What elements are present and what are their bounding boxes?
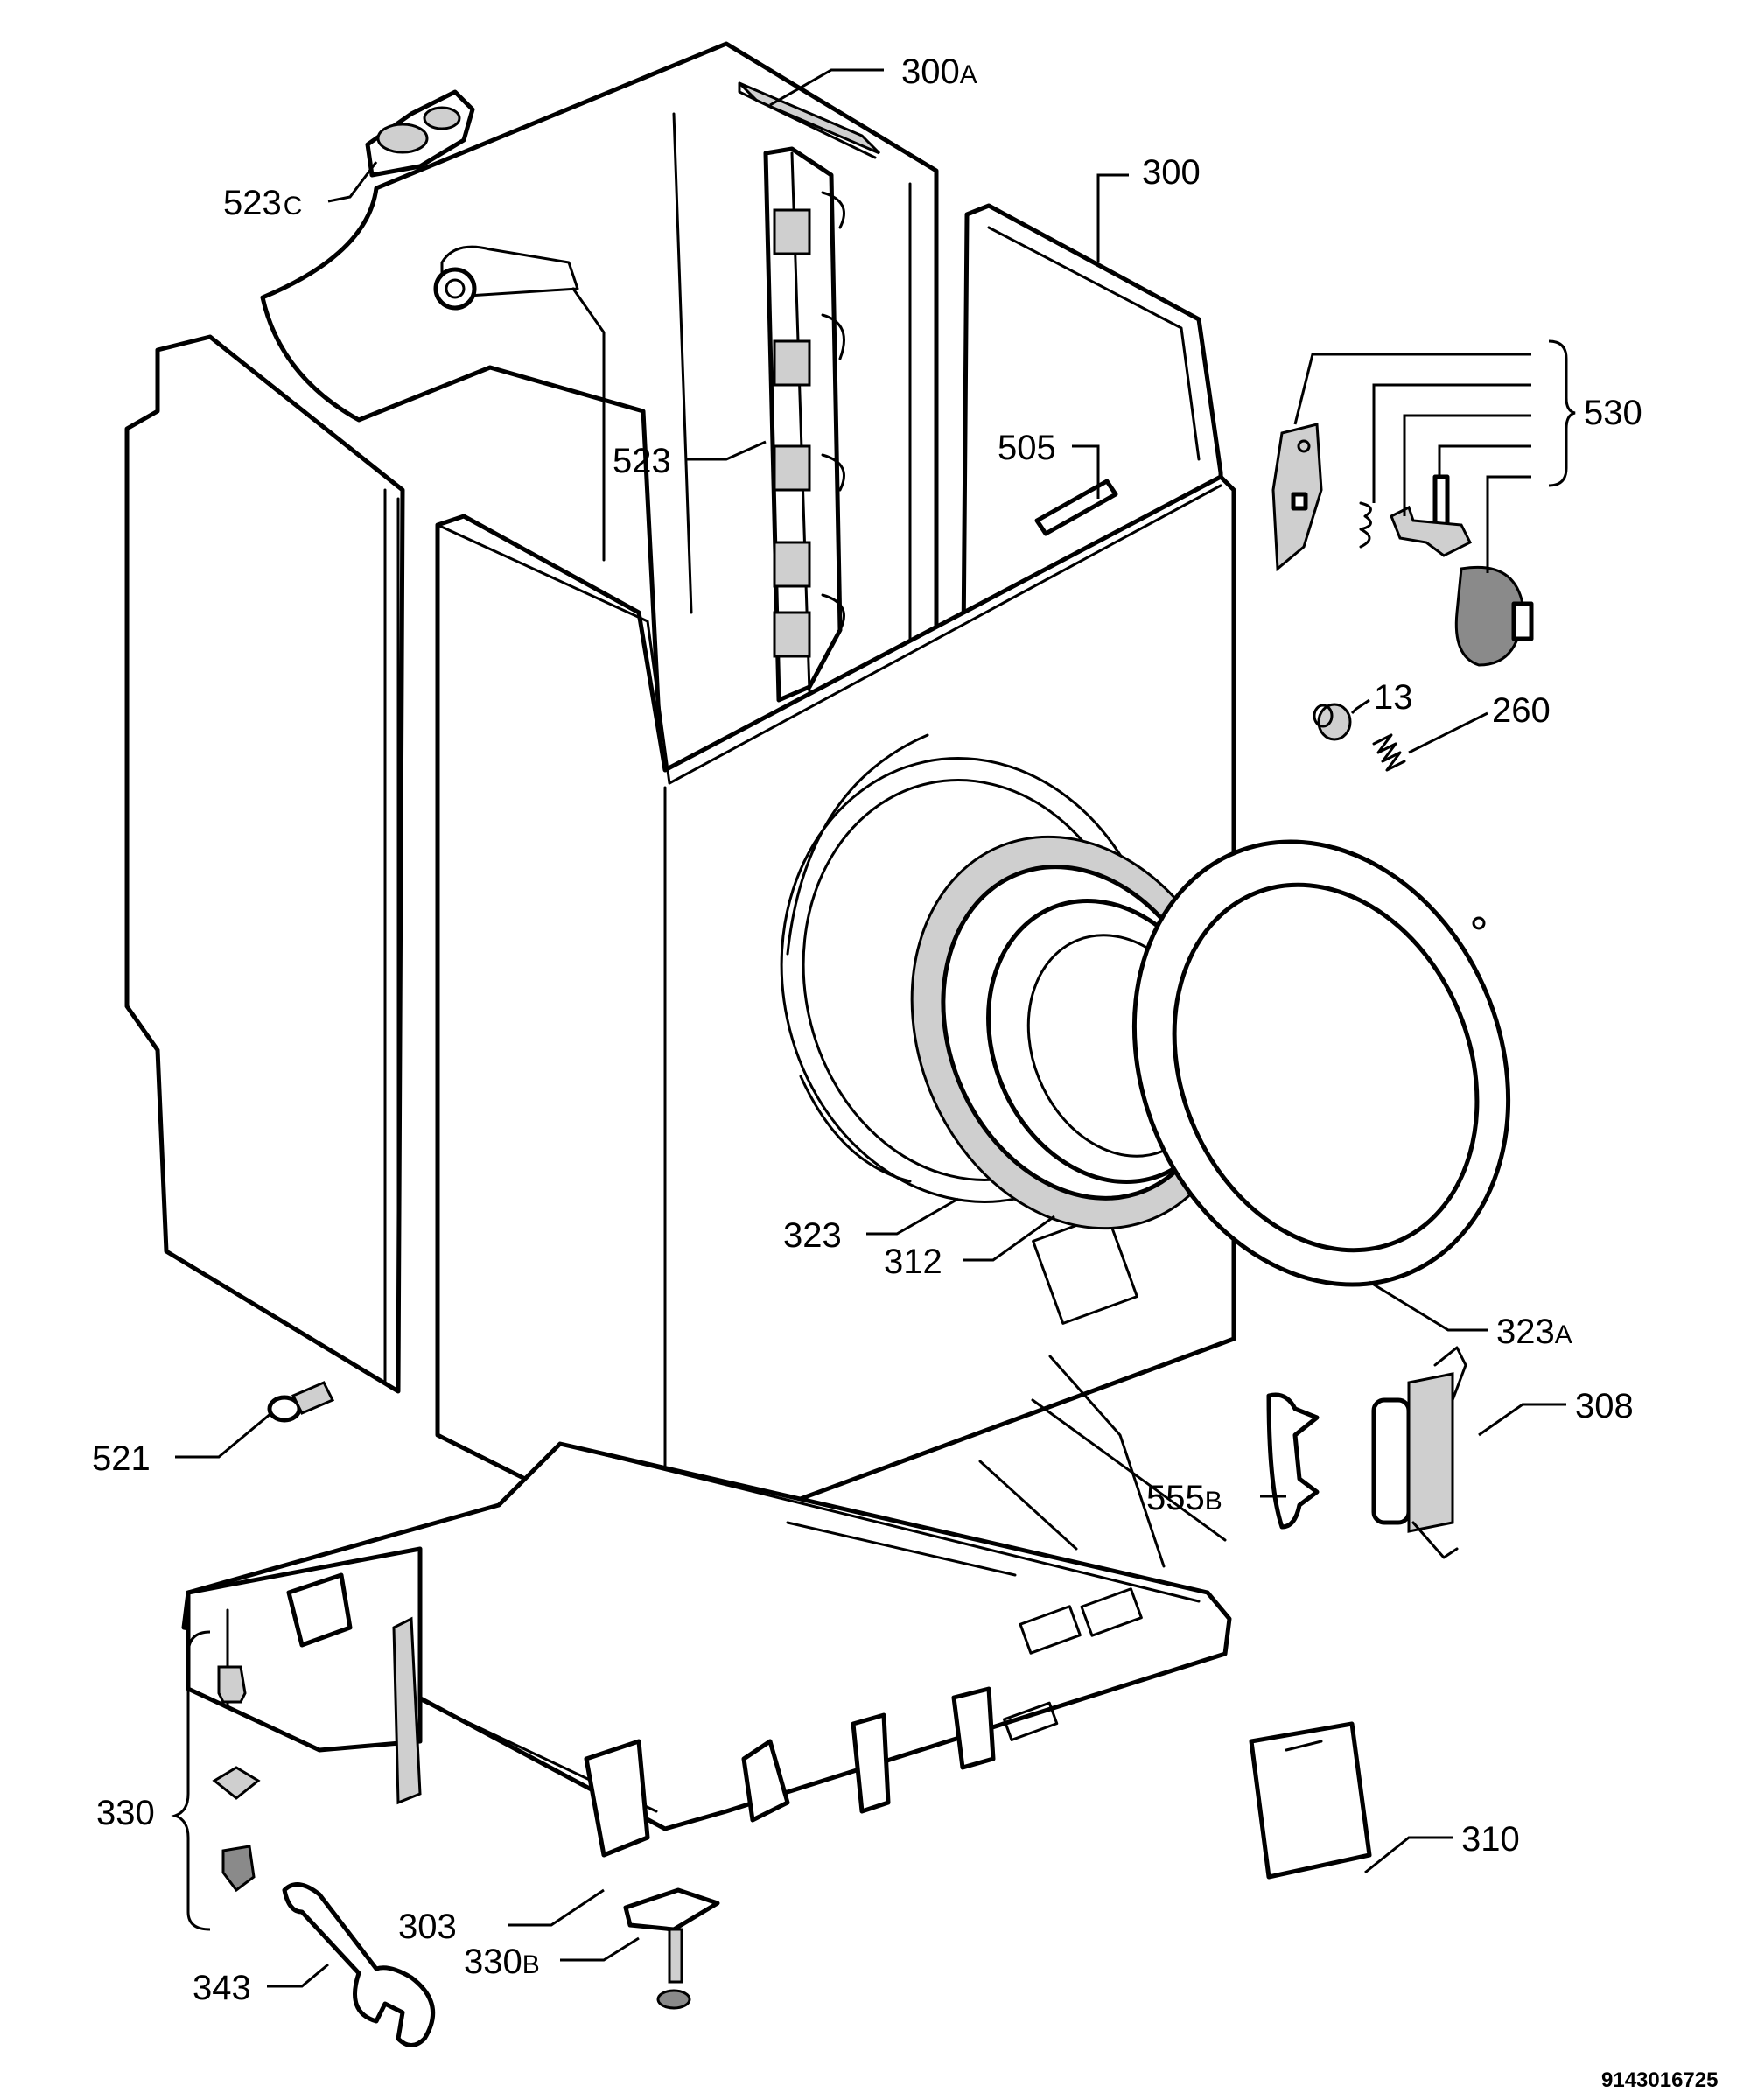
label-521: 521 (92, 1439, 151, 1478)
label-330B: 330B (464, 1942, 540, 1981)
leader-lines (171, 68, 1576, 1988)
hinge-308 (1371, 1346, 1467, 1559)
rail-523 (763, 146, 845, 703)
clip-523C (365, 89, 475, 178)
callout-labels: 300A 300 523C 523 505 530 13 260 323 312… (92, 52, 1718, 2092)
foot-330B (623, 1887, 720, 2010)
spring-260 (1372, 733, 1406, 772)
leveling-kit-330 (212, 1665, 261, 1893)
label-505: 505 (998, 429, 1056, 467)
label-323A: 323A (1496, 1312, 1572, 1351)
label-303: 303 (398, 1908, 457, 1946)
label-523C: 523C (223, 184, 302, 222)
rod-505 (1034, 479, 1118, 536)
plate-555B (1266, 1392, 1320, 1530)
door-ring-323A (1131, 839, 1511, 1287)
label-310: 310 (1461, 1820, 1520, 1858)
label-523: 523 (613, 442, 671, 480)
label-13: 13 (1374, 678, 1413, 717)
cabinet-300 (124, 41, 1236, 1568)
screw-521 (267, 1381, 335, 1423)
label-312: 312 (884, 1242, 942, 1281)
cover-310 (1249, 1721, 1372, 1880)
latch-assembly-530 (1271, 423, 1534, 667)
label-555B: 555B (1146, 1479, 1222, 1517)
label-330: 330 (96, 1794, 155, 1832)
label-343: 343 (193, 1969, 251, 2007)
label-308: 308 (1575, 1387, 1634, 1425)
label-260: 260 (1492, 691, 1551, 730)
label-530: 530 (1584, 394, 1642, 432)
base-frame-303 (181, 1441, 1232, 1858)
label-300: 300 (1142, 153, 1201, 192)
wrench-343 (282, 1882, 436, 2048)
bushing-13 (1313, 703, 1352, 741)
label-323: 323 (783, 1216, 842, 1255)
document-number: 9143016725 (1601, 2068, 1718, 2092)
label-300A: 300A (901, 52, 977, 91)
